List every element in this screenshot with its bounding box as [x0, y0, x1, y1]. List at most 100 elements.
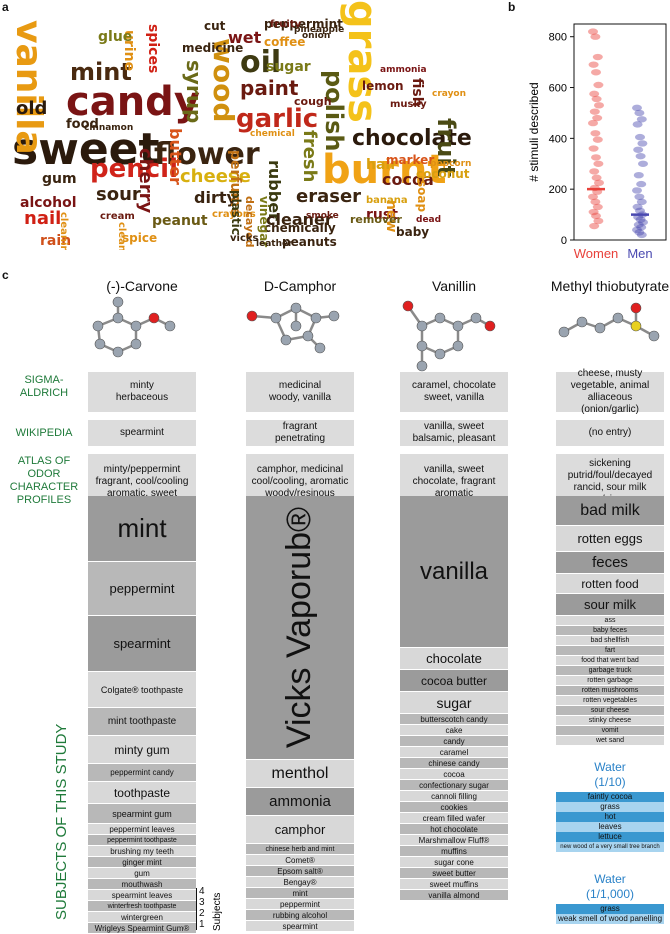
- molecule-structure-image: [246, 302, 340, 354]
- scatter-point: [589, 222, 600, 230]
- scatter-point: [632, 121, 643, 128]
- scatter-point: [637, 140, 648, 147]
- scatter-point: [591, 154, 601, 161]
- word-cloud-term: oil: [240, 45, 282, 80]
- descriptor-text: vomit: [601, 727, 619, 734]
- word-cloud-term: peanuts: [282, 235, 337, 249]
- molecule-structure-image: [558, 302, 660, 342]
- descriptor-bar: sweet muffins: [400, 879, 508, 890]
- descriptor-text: chinese herb and mint: [265, 845, 335, 853]
- word-cloud-term: popcorn: [430, 159, 472, 169]
- descriptor-text: candy: [443, 736, 465, 746]
- word-cloud-term: cream: [100, 211, 135, 222]
- water-descriptor: grass: [556, 904, 664, 914]
- subjects-tick-2: 2: [199, 908, 205, 919]
- water-descriptor: hot: [556, 812, 664, 822]
- word-cloud-term: sweet: [12, 124, 160, 175]
- word-cloud-term: medicine: [182, 41, 244, 55]
- panel-label-a: a: [2, 0, 9, 14]
- descriptor-bar: cream filled wafer: [400, 813, 508, 824]
- descriptor-text: baby feces: [593, 627, 627, 634]
- scatter-point: [588, 193, 598, 200]
- descriptor-bar: food that went bad: [556, 656, 664, 666]
- descriptor-text: cocoa butter: [420, 673, 488, 688]
- descriptor-text: spearmint leaves: [111, 890, 173, 900]
- scatter-point: [588, 119, 598, 127]
- y-tick-label: 600: [549, 83, 567, 95]
- descriptor-bar: spearmint leaves: [88, 890, 196, 901]
- descriptor-bar: peppermint leaves: [88, 824, 196, 835]
- word-cloud-term: cut: [204, 19, 226, 33]
- y-tick-label: 800: [549, 32, 567, 44]
- word-cloud-term: peppermint: [264, 17, 343, 31]
- descriptor-bar: vanilla almond: [400, 890, 508, 901]
- descriptor-bar: rotten food: [556, 574, 664, 594]
- descriptor-bar: ass: [556, 616, 664, 626]
- word-cloud-term: garlic: [236, 104, 319, 134]
- wikipedia-descriptor: vanilla, sweet balsamic, pleasant: [400, 420, 508, 446]
- descriptor-text: sugar: [436, 694, 472, 711]
- descriptor-bar: chocolate: [400, 648, 508, 670]
- word-cloud-term: sour: [96, 184, 141, 205]
- descriptor-text: cannoli filling: [431, 791, 477, 801]
- descriptor-bar: ammonia: [246, 788, 354, 816]
- descriptor-bar: spearmint: [88, 616, 196, 672]
- descriptor-text: spearmint gum: [112, 808, 172, 819]
- scatter-point: [634, 193, 645, 200]
- scatter-point: [589, 108, 600, 115]
- descriptor-text: Bengay®: [283, 877, 317, 887]
- descriptor-text: cookies: [440, 802, 468, 812]
- descriptor-text: rotten mushrooms: [581, 687, 639, 694]
- descriptor-text: confectionary sugar: [419, 780, 489, 790]
- scatter-point: [635, 133, 645, 141]
- word-cloud-term: clean: [116, 222, 127, 250]
- word-cloud-term: rain: [40, 233, 72, 249]
- descriptor-bar: wet sand: [556, 736, 664, 746]
- word-cloud-term: cheese: [180, 166, 251, 187]
- scatter-point: [589, 90, 600, 98]
- descriptor-text: mint: [292, 888, 308, 898]
- subjects-axis-label: Subjects: [212, 893, 223, 931]
- y-tick-label: 200: [549, 184, 567, 196]
- scatter-point: [632, 226, 642, 234]
- word-cloud-term: sugar: [266, 59, 311, 75]
- word-cloud-term: burnt: [322, 147, 447, 193]
- scatter-point: [592, 136, 603, 143]
- descriptor-text: vanilla: [419, 557, 489, 585]
- scatter-point: [636, 231, 647, 239]
- word-cloud-term: cinnamon: [84, 123, 134, 133]
- descriptor-text: caramel: [439, 747, 469, 757]
- descriptor-text: cocoa: [443, 769, 465, 779]
- descriptor-text: ginger mint: [122, 857, 162, 867]
- word-cloud-term: cleaner: [266, 210, 333, 229]
- descriptor-bar: menthol: [246, 760, 354, 788]
- descriptor-text: sugar cone: [434, 857, 474, 867]
- descriptor-bar: sugar cone: [400, 857, 508, 868]
- scatter-point: [593, 160, 604, 167]
- descriptor-text: rotten garbage: [587, 677, 633, 684]
- source-label-wikipedia: WIKIPEDIA: [15, 427, 73, 439]
- descriptor-text: mouthwash: [121, 879, 163, 889]
- descriptor-bar: rubbing alcohol: [246, 910, 354, 921]
- subjects-tick-1: 1: [199, 919, 205, 930]
- descriptor-text: camphor: [274, 822, 326, 837]
- x-category-label: Men: [627, 246, 652, 261]
- source-label-atlas: ATLAS OF ODOR CHARACTER PROFILES: [9, 455, 79, 506]
- scatter-point: [588, 208, 599, 216]
- scatter-point: [633, 221, 644, 228]
- panel-label-c: c: [2, 268, 9, 282]
- word-cloud-term: vicks: [230, 233, 259, 244]
- scatter-point: [633, 146, 644, 153]
- descriptor-text: toothpaste: [113, 785, 171, 800]
- wikipedia-descriptor: fragrant penetrating: [246, 420, 354, 446]
- water-descriptor: new wood of a very small tree branch: [556, 842, 664, 852]
- descriptor-text: stinky cheese: [588, 717, 632, 724]
- word-cloud-term: mint: [70, 58, 132, 86]
- descriptor-text: garbage truck: [588, 667, 632, 674]
- word-cloud-term: soap: [415, 180, 429, 213]
- source-label-sigma: SIGMA- ALDRICH: [19, 374, 69, 399]
- scatter-point: [591, 95, 602, 103]
- water-descriptor: faintly cocoa: [556, 792, 664, 802]
